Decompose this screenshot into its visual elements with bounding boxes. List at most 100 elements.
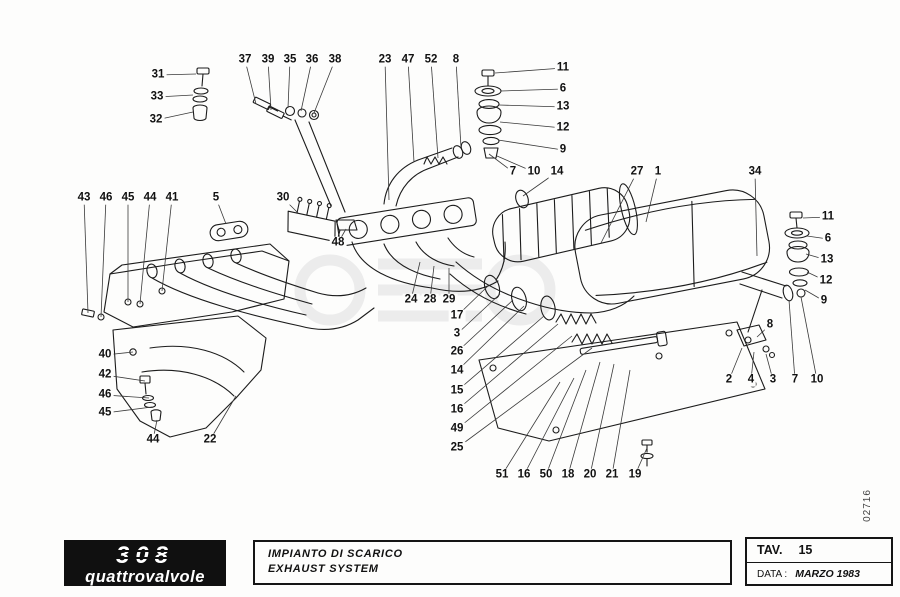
part-callout-15: 15 (448, 384, 466, 398)
leader-line-part-7 (788, 299, 796, 381)
leader-line-part-14 (456, 305, 525, 372)
part-callout-21: 21 (603, 468, 621, 482)
tav-label: TAV. (757, 543, 783, 557)
part-callout-11: 11 (819, 210, 837, 224)
part-callout-9: 9 (557, 143, 569, 157)
leader-line-part-27 (600, 171, 638, 244)
leader-line-part-6 (500, 88, 564, 92)
leader-line-part-11 (494, 67, 564, 74)
leader-line-part-44 (139, 197, 151, 305)
part-callout-8: 8 (764, 318, 776, 332)
part-callout-16: 16 (515, 468, 533, 482)
part-callout-24: 24 (402, 293, 420, 307)
part-callout-43: 43 (75, 191, 93, 205)
long-bolt (579, 330, 668, 355)
data-row: DATA : MARZO 1983 (747, 563, 891, 580)
tension-springs (555, 313, 613, 345)
mount-stack-right (784, 211, 810, 298)
part-callout-38: 38 (326, 53, 344, 67)
logo-stripe (111, 550, 185, 552)
leader-line-part-38 (313, 59, 336, 114)
exhaust-gasket (209, 220, 249, 242)
leader-line-part-35 (287, 59, 291, 109)
data-value: MARZO 1983 (795, 568, 860, 580)
logo-quattrovalvole: quattrovalvole (85, 568, 205, 587)
leader-line-part-49 (456, 335, 573, 430)
part-callout-2: 2 (723, 373, 735, 387)
part-callout-14: 14 (548, 165, 566, 179)
plate-screws (640, 439, 654, 467)
leader-line-part-20 (589, 363, 615, 476)
part-callout-18: 18 (559, 468, 577, 482)
part-callout-6: 6 (557, 82, 569, 96)
part-callout-32: 32 (147, 113, 165, 127)
part-callout-22: 22 (201, 433, 219, 447)
table-info-box: TAV. 15 DATA : MARZO 1983 (745, 537, 893, 586)
bolt-stack-top-left (192, 67, 210, 122)
part-callout-29: 29 (440, 293, 458, 307)
part-callout-16: 16 (448, 403, 466, 417)
leader-line-part-24 (410, 261, 421, 301)
part-callout-3: 3 (767, 373, 779, 387)
part-callout-4: 4 (745, 373, 757, 387)
part-callout-6: 6 (822, 232, 834, 246)
frame-fixings (81, 287, 166, 321)
tav-number: 15 (798, 543, 813, 557)
leader-line-part-36 (300, 59, 313, 112)
pipe-gasket-ring (515, 189, 529, 209)
part-callout-13: 13 (554, 100, 572, 114)
part-callout-19: 19 (626, 468, 644, 482)
archive-code: 02716 (862, 489, 874, 522)
part-callout-52: 52 (422, 53, 440, 67)
part-callout-1: 1 (652, 165, 664, 179)
part-callout-26: 26 (448, 345, 466, 359)
part-callout-20: 20 (581, 468, 599, 482)
part-callout-5: 5 (210, 191, 222, 205)
part-callout-50: 50 (537, 468, 555, 482)
leader-line-part-46 (100, 197, 107, 318)
manifold-hardware-row (252, 96, 346, 213)
leader-line-part-41 (161, 197, 173, 292)
hanger-bracket-right (736, 289, 776, 359)
part-callout-45: 45 (96, 406, 114, 420)
leader-line-part-18 (567, 361, 601, 476)
part-callout-12: 12 (817, 274, 835, 288)
title-english: EXHAUST SYSTEM (268, 563, 379, 575)
leader-line-part-15 (456, 315, 545, 392)
part-callout-39: 39 (259, 53, 277, 67)
part-callout-14: 14 (448, 364, 466, 378)
title-italian: IMPIANTO DI SCARICO (268, 548, 403, 560)
part-callout-48: 48 (329, 236, 347, 250)
part-callout-8: 8 (450, 53, 462, 67)
part-callout-28: 28 (421, 293, 439, 307)
part-callout-51: 51 (493, 468, 511, 482)
center-manifold-pipes (351, 237, 499, 292)
shield-bolts (129, 348, 162, 422)
part-callout-46: 46 (97, 191, 115, 205)
part-callout-37: 37 (236, 53, 254, 67)
mount-stack-top (474, 69, 502, 159)
leader-line-part-12 (499, 121, 564, 129)
leader-line-part-16 (523, 377, 575, 476)
manifold-heat-shield (112, 315, 267, 438)
leader-lines-layer (83, 59, 829, 476)
leader-line-part-22 (209, 395, 237, 441)
leader-line-part-43 (83, 197, 89, 314)
logo-308: 308 (65, 543, 225, 568)
leader-line-part-39 (267, 59, 272, 111)
rear-silencer (574, 189, 771, 305)
part-callout-49: 49 (448, 422, 466, 436)
front-silencer-inlet (495, 241, 506, 281)
left-manifold (103, 243, 375, 330)
part-callout-10: 10 (525, 165, 543, 179)
part-callout-36: 36 (303, 53, 321, 67)
part-callout-44: 44 (144, 433, 162, 447)
data-label: DATA : (757, 569, 788, 580)
part-callout-9: 9 (818, 294, 830, 308)
part-callout-25: 25 (448, 441, 466, 455)
part-callout-44: 44 (141, 191, 159, 205)
upper-tubes (383, 141, 472, 207)
leader-line-part-10 (800, 296, 818, 381)
